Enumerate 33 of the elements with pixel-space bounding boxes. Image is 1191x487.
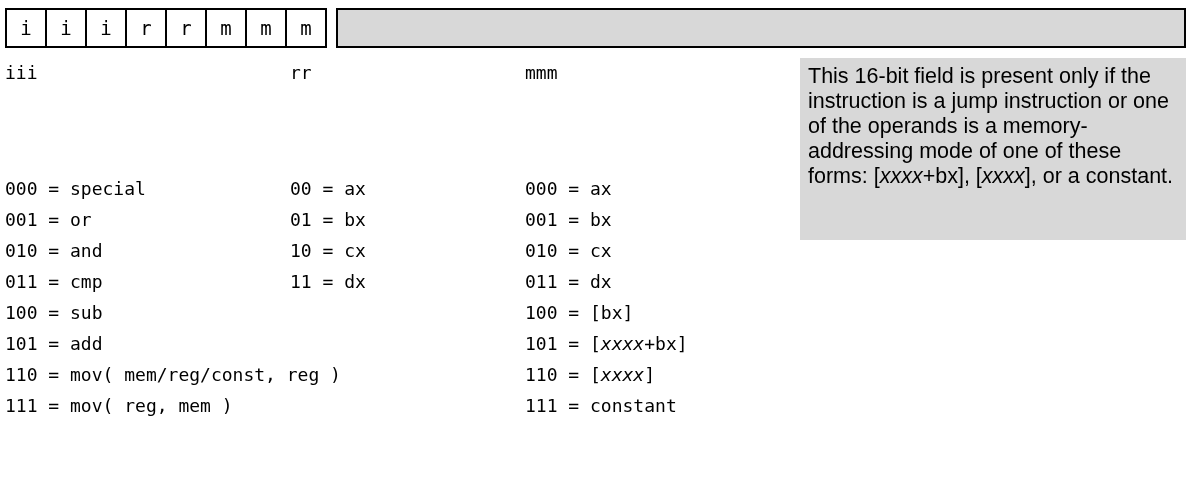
field-header: rr bbox=[290, 62, 312, 84]
field-header: mmm bbox=[525, 62, 558, 84]
bit-field-box: i bbox=[85, 8, 127, 48]
encoding-entry: 10 = cx bbox=[290, 240, 366, 262]
encoding-entry: 010 = and bbox=[5, 240, 103, 262]
bit-field-box: m bbox=[285, 8, 327, 48]
encoding-entry: 011 = dx bbox=[525, 271, 612, 293]
encoding-entry: 101 = [xxxx+bx] bbox=[525, 333, 688, 355]
encoding-entry: 001 = bx bbox=[525, 209, 612, 231]
encoding-entry: 101 = add bbox=[5, 333, 103, 355]
encoding-entry: 01 = bx bbox=[290, 209, 366, 231]
displacement-field-bar bbox=[336, 8, 1186, 48]
encoding-entry: 001 = or bbox=[5, 209, 92, 231]
encoding-entry: 000 = ax bbox=[525, 178, 612, 200]
encoding-entry: 100 = [bx] bbox=[525, 302, 634, 324]
bit-field-box: r bbox=[165, 8, 207, 48]
encoding-entry: 111 = constant bbox=[525, 395, 677, 417]
bit-field-box: i bbox=[45, 8, 87, 48]
encoding-entry: 011 = cmp bbox=[5, 271, 103, 293]
encoding-entry: 000 = special bbox=[5, 178, 146, 200]
bit-field-box: i bbox=[5, 8, 47, 48]
bit-field-box: m bbox=[245, 8, 287, 48]
encoding-entry: 010 = cx bbox=[525, 240, 612, 262]
bit-field-box: r bbox=[125, 8, 167, 48]
encoding-entry: 110 = mov( mem/reg/const, reg ) bbox=[5, 364, 341, 386]
field-header: iii bbox=[5, 62, 38, 84]
encoding-entry: 00 = ax bbox=[290, 178, 366, 200]
note-box: This 16-bit field is present only if the instruction is a jump instruction or one of the operands is a memory-addressing mode of one of these forms: [xxxx+bx], [xxxx], or a constant. bbox=[800, 58, 1186, 240]
bit-field-box: m bbox=[205, 8, 247, 48]
encoding-entry: 110 = [xxxx] bbox=[525, 364, 656, 386]
encoding-entry: 11 = dx bbox=[290, 271, 366, 293]
encoding-entry: 111 = mov( reg, mem ) bbox=[5, 395, 233, 417]
encoding-entry: 100 = sub bbox=[5, 302, 103, 324]
